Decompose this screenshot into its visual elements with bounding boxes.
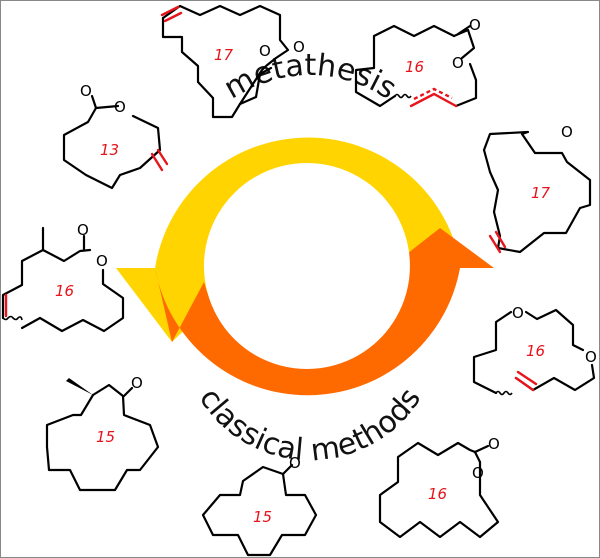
oxygen-atom: O — [585, 348, 597, 366]
carbonyl-oxygen-atom: O — [289, 454, 301, 472]
molecule-15-muscone: O 15 — [45, 374, 160, 492]
oxygen-atom: O — [512, 304, 524, 322]
cycle-inner-hole — [203, 163, 410, 369]
ring-size-label: 16 — [55, 282, 74, 300]
carbonyl-oxygen-atom: O — [131, 374, 143, 392]
molecule-17-lactone-top: O O 17 — [160, 4, 305, 119]
oxygen-atom: O — [472, 464, 484, 482]
molecule-13-lactone-left: O O 13 — [62, 82, 169, 190]
ring-size-label: 15 — [96, 428, 115, 446]
ring-size-label: 16 — [526, 342, 545, 360]
carbonyl-oxygen-atom: O — [469, 16, 481, 34]
ring-size-label: 15 — [253, 508, 272, 526]
carbonyl-oxygen-atom: O — [293, 38, 305, 56]
ring-size-label: 17 — [531, 184, 551, 202]
oxygen-atom: O — [452, 54, 464, 72]
ring-size-label: 16 — [428, 485, 447, 503]
molecule-17-ketone-right: O 17 — [482, 123, 592, 254]
oxygen-atom: O — [96, 252, 108, 270]
molecule-16-lactone-bottom-right: O O 16 — [378, 435, 500, 539]
wedge-bond — [66, 378, 93, 395]
molecule-16-dioxa-right: O O 16 — [472, 304, 597, 396]
ring-size-label: 13 — [100, 141, 119, 159]
molecule-15-ketone-bottom: O 15 — [201, 454, 318, 557]
ring-size-label: 17 — [214, 46, 234, 64]
oxygen-atom: O — [114, 98, 126, 116]
molecule-16-lactone-top-right: O O 16 — [354, 16, 481, 108]
carbonyl-oxygen-atom: O — [561, 123, 573, 141]
carbonyl-oxygen-atom: O — [488, 435, 500, 453]
carbonyl-oxygen-atom: O — [80, 82, 92, 100]
oxygen-atom: O — [259, 42, 271, 60]
carbonyl-oxygen-atom: O — [77, 221, 89, 239]
molecule-16-methyl-lactone-left: O O 16 — [1, 221, 125, 333]
ring-size-label: 16 — [405, 58, 424, 76]
